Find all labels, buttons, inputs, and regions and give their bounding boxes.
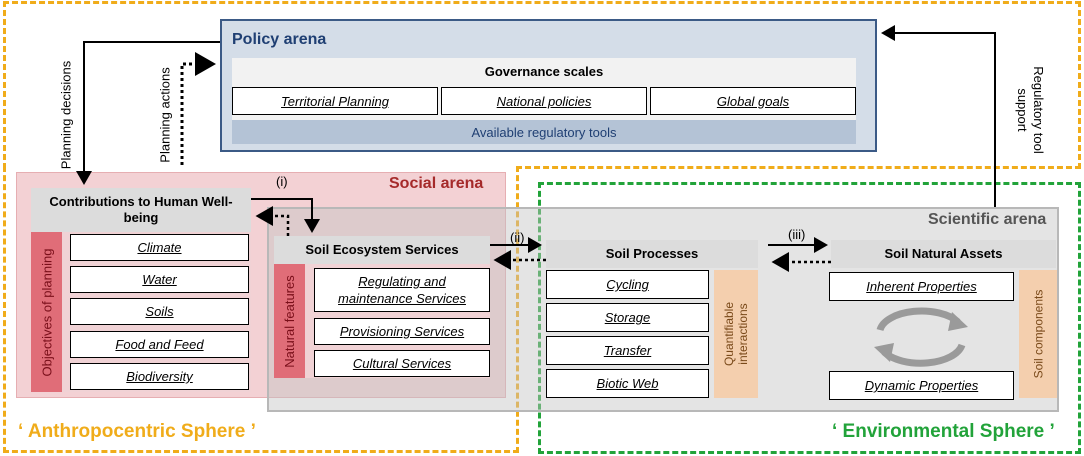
objective-biodiversity: Biodiversity (70, 363, 249, 390)
objective-food-and-feed: Food and Feed (70, 331, 249, 358)
service-regulating-maintenance: Regulating and maintenance Services (314, 268, 490, 312)
arrow-i-solid (251, 198, 320, 233)
service-provisioning: Provisioning Services (314, 318, 490, 345)
objective-water: Water (70, 266, 249, 293)
environmental-sphere-border (538, 182, 1081, 454)
process-biotic-web: Biotic Web (546, 369, 709, 398)
process-storage: Storage (546, 303, 709, 332)
anthropocentric-sphere-mid-border (516, 166, 1081, 169)
marker-i: (i) (276, 174, 288, 189)
scale-national-policies: National policies (441, 87, 647, 115)
regulatory-support-arrow (881, 25, 996, 207)
dynamic-properties: Dynamic Properties (829, 371, 1014, 400)
quantifiable-interactions-band: Quantifiable interactions (714, 270, 758, 398)
scale-global-goals: Global goals (650, 87, 856, 115)
marker-ii: (ii) (510, 230, 525, 245)
policy-arena-title: Policy arena (232, 31, 327, 48)
arrow-i-dotted (255, 206, 290, 236)
social-arena-title: Social arena (389, 175, 484, 192)
objective-soils: Soils (70, 298, 249, 325)
inherent-properties: Inherent Properties (829, 272, 1014, 301)
soil-ecosystem-services-header: Soil Ecosystem Services (274, 236, 490, 264)
soil-components-band: Soil components (1019, 270, 1057, 398)
scale-territorial-planning: Territorial Planning (232, 87, 438, 115)
marker-iii: (iii) (788, 227, 806, 242)
objective-climate: Climate (70, 234, 249, 261)
anthropocentric-sphere-left-border (3, 166, 519, 453)
process-transfer: Transfer (546, 336, 709, 365)
anthropocentric-sphere-right-border (1078, 1, 1081, 169)
cycle-icon (874, 307, 968, 367)
soil-natural-assets-header: Soil Natural Assets (831, 240, 1056, 268)
objectives-of-planning-band: Objectives of planning (31, 232, 62, 392)
planning-actions-arrow (180, 52, 216, 165)
service-cultural: Cultural Services (314, 350, 490, 377)
environmental-sphere-label: ‘ Environmental Sphere ’ (832, 421, 1055, 442)
contributions-header: Contributions to Human Well-being (31, 188, 251, 232)
scientific-arena-title: Scientific arena (928, 211, 1047, 228)
governance-scales-label: Governance scales (484, 64, 604, 79)
process-cycling: Cycling (546, 270, 709, 299)
natural-features-band: Natural features (274, 264, 305, 378)
planning-decisions-arrow (76, 41, 220, 185)
available-regulatory-tools: Available regulatory tools (232, 120, 856, 144)
soil-processes-header: Soil Processes (546, 240, 758, 268)
anthropocentric-sphere-label: ‘ Anthropocentric Sphere ’ (18, 421, 256, 442)
